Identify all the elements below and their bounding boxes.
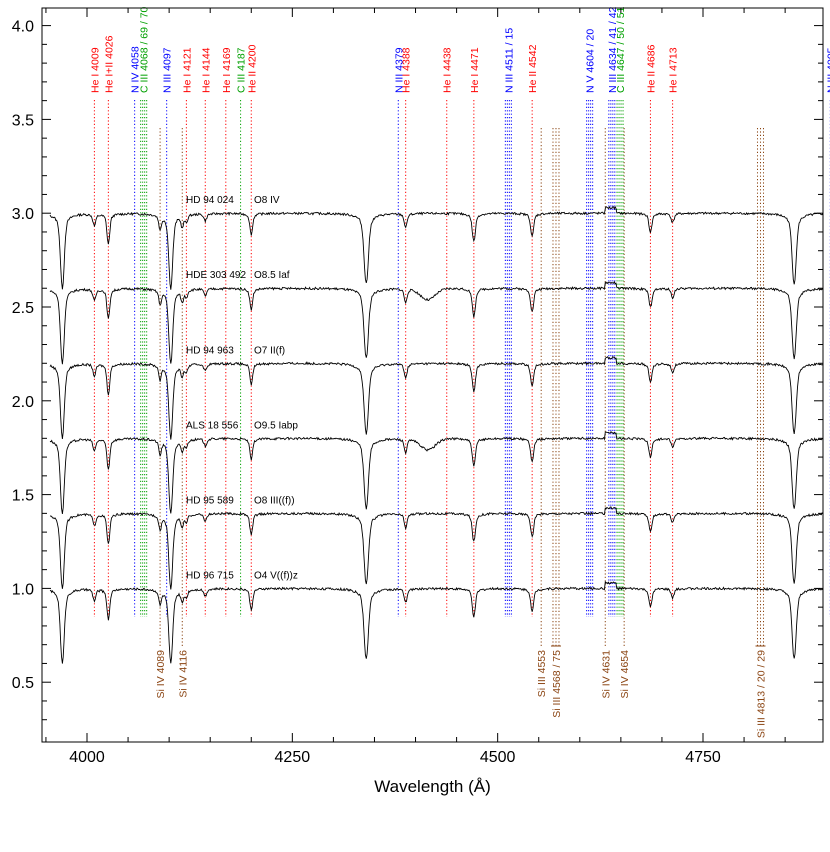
y-tick-label: 4.0 [12, 19, 34, 36]
si-line-label: Si IV 4631 [600, 650, 612, 699]
si-line-label: Si IV 4089 [155, 650, 167, 699]
spectral-type-label: O8 IV [254, 195, 280, 206]
y-tick-label: 2.0 [12, 394, 34, 411]
star-name-label: HD 95 589 [186, 495, 234, 506]
x-axis-label: Wavelength (Å) [374, 777, 491, 796]
line-id-label: He I 4713 [668, 47, 680, 93]
spectral-type-label: O8.5 Iaf [254, 270, 290, 281]
y-tick-label: 2.5 [12, 300, 34, 317]
spectral-type-label: O8 III((f)) [254, 495, 295, 506]
y-tick-label: 3.0 [12, 206, 34, 223]
plot-frame [41, 7, 824, 743]
spectrum-line [49, 205, 824, 290]
x-tick-label: 4250 [275, 749, 311, 766]
spectral-type-label: O9.5 Iabp [254, 420, 298, 431]
line-id-label: He II 4200 [246, 44, 258, 93]
star-name-label: ALS 18 556 [186, 420, 239, 431]
line-id-label: He I+II 4026 [103, 35, 115, 93]
si-line-label: Si III 4813 / 20 / 29 [755, 650, 767, 738]
line-id-label: He I 4471 [469, 47, 481, 93]
x-tick-label: 4750 [685, 749, 721, 766]
line-id-label: He I 4121 [181, 47, 193, 93]
spectrum-line [49, 356, 824, 440]
line-id-label: C III 4647 / 50 / 51 [615, 6, 627, 93]
spectrum-line [49, 430, 824, 514]
line-id-label: He I 4009 [89, 47, 101, 93]
spectrum-line [49, 280, 824, 365]
star-name-label: HDE 303 492 [186, 270, 246, 281]
x-tick-label: 4500 [480, 749, 516, 766]
si-line-label: Si III 4553 [536, 650, 548, 697]
si-line-label: Si IV 4654 [619, 650, 631, 699]
line-id-label: N III 4634 / 41 / 42 [607, 6, 619, 93]
star-name-label: HD 96 715 [186, 570, 234, 581]
line-id-label: N III 4097 [162, 47, 174, 93]
line-id-label: He I 4388 [401, 47, 413, 93]
spectral-type-label: O4 V((f))z [254, 570, 298, 581]
y-tick-label: 1.5 [12, 488, 34, 505]
line-id-label: N III 4511 / 15 [503, 28, 515, 93]
line-id-label: He I 4169 [221, 47, 233, 93]
star-name-label: HD 94 024 [186, 195, 234, 206]
line-id-label: He I 4438 [442, 47, 454, 93]
axes: 4000 4250 4500 4750 0.5 1.0 1.5 2.0 2.5 3.0 3.5 4.0 [12, 8, 823, 766]
line-id-label: He II 4686 [645, 44, 657, 93]
si-line-label: Si III 4568 / 75 [551, 650, 563, 718]
y-tick-label: 3.5 [12, 112, 34, 129]
spectrum-line [49, 580, 824, 664]
x-tick-label: 4000 [69, 749, 105, 766]
line-id-label: N V 4604 / 20 [585, 29, 597, 93]
spectrum-line [49, 506, 824, 590]
line-id-label: N III 4905 [825, 47, 830, 93]
line-id-label: N III 4379 [393, 47, 405, 93]
spectral-type-label: O7 II(f) [254, 345, 285, 356]
line-id-label: He II 4542 [527, 44, 539, 93]
y-tick-label: 0.5 [12, 675, 34, 692]
si-line-label: Si IV 4116 [177, 650, 189, 698]
line-id-label: He I 4144 [200, 47, 212, 93]
line-id-label: C III 4187 [236, 47, 248, 93]
star-name-label: HD 94 963 [186, 345, 234, 356]
line-id-label: N IV 4058 [130, 46, 142, 93]
y-tick-label: 1.0 [12, 581, 34, 598]
spectra-series: HD 94 024 O8 IV HDE 303 492 O8.5 Iaf HD 94 9… [49, 195, 824, 664]
line-id-label: C III 4068 / 69 / 70 [139, 6, 151, 93]
